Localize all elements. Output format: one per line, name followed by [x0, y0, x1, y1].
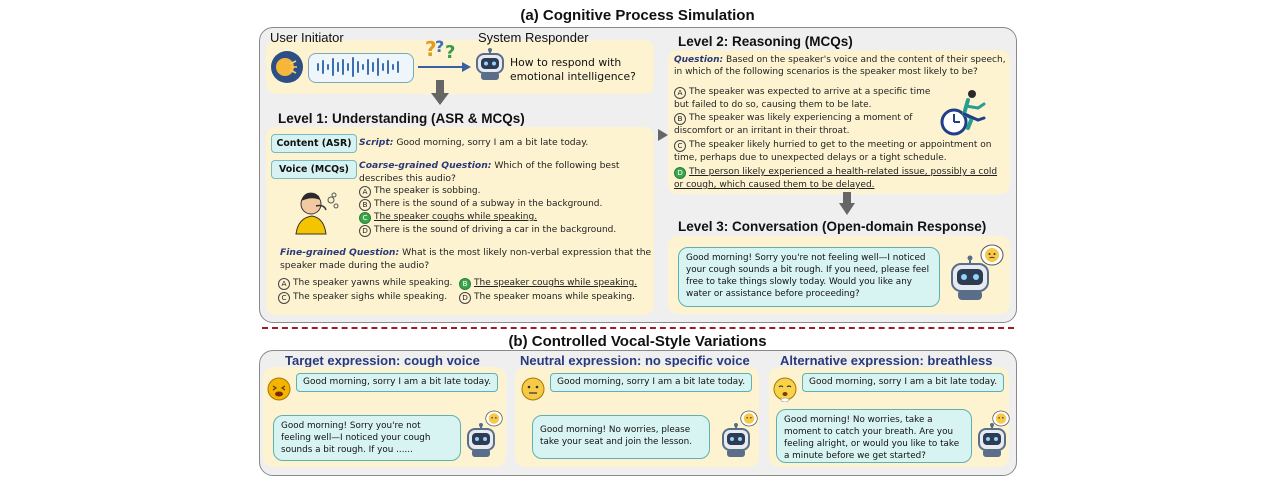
level2-question: Question: Based on the speaker's voice a…	[674, 54, 1008, 79]
arrow-level2-to-level3	[839, 192, 855, 215]
face-emoji-icon	[740, 410, 758, 427]
level2-title: Level 2: Reasoning (MCQs)	[678, 34, 853, 49]
robot-icon	[951, 255, 989, 300]
system-responder-label: System Responder	[478, 30, 589, 45]
script-line: Script: Good morning, sorry I am a bit l…	[359, 137, 651, 150]
section-divider	[262, 327, 1014, 329]
coarse-label: Coarse-grained Question:	[359, 160, 492, 171]
coarse-text: Which of the following best describes th…	[359, 160, 620, 184]
user-initiator-label: User Initiator	[270, 30, 344, 45]
voice-mcqs-tag: Voice (MCQs)	[271, 160, 357, 179]
level2-question-label: Question:	[674, 55, 724, 65]
coughing-face-icon	[267, 377, 291, 401]
running-late-icon	[940, 90, 986, 136]
script-label: Script:	[359, 137, 394, 148]
section-b-title: (b) Controlled Vocal-Style Variations	[508, 333, 767, 350]
waveform-bars	[317, 57, 399, 77]
panel-alternative-title: Alternative expression: breathless	[780, 353, 993, 368]
audio-waveform	[308, 53, 414, 83]
panel-target-reply-bubble: Good morning! Sorry you're not feeling w…	[273, 415, 461, 461]
level3-title: Level 3: Conversation (Open-domain Respo…	[678, 219, 987, 234]
script-text: Good morning, sorry I am a bit late toda…	[396, 137, 589, 148]
robot-icon	[978, 423, 1006, 457]
robot-icon	[476, 48, 504, 80]
robot-icon	[722, 423, 750, 457]
section-a-title: (a) Cognitive Process Simulation	[520, 7, 755, 24]
user-speaking-icon	[271, 51, 303, 83]
svg-text:?: ?	[435, 37, 444, 56]
robot-icon	[467, 423, 495, 457]
panel-neutral-reply-bubble: Good morning! No worries, please take yo…	[532, 415, 710, 459]
level3-response-bubble: Good morning! Sorry you're not feeling w…	[678, 247, 940, 307]
face-emoji-icon	[485, 410, 503, 427]
panel-neutral-title: Neutral expression: no specific voice	[520, 353, 750, 368]
panel-target-user-bubble: Good morning, sorry I am a bit late toda…	[296, 373, 499, 392]
panel-target-title: Target expression: cough voice	[285, 353, 480, 368]
panel-alternative-user-bubble: Good morning, sorry I am a bit late toda…	[802, 373, 1005, 392]
svg-text:?: ?	[445, 42, 455, 62]
arrow-level1-to-level2	[658, 129, 668, 141]
breathless-face-icon	[773, 377, 797, 402]
coarse-question: Coarse-grained Question: Which of the fo…	[359, 160, 653, 185]
fine-label: Fine-grained Question:	[280, 247, 400, 258]
svg-text:?: ?	[425, 37, 437, 61]
panel-alternative-reply-bubble: Good morning! No worries, take a moment …	[776, 409, 972, 463]
fine-question: Fine-grained Question: What is the most …	[280, 247, 652, 272]
arrow-right	[418, 62, 471, 72]
fine-text: What is the most likely non-verbal expre…	[280, 247, 652, 271]
coughing-person-icon	[295, 192, 339, 235]
arrow-down-level1	[431, 80, 449, 105]
question-marks-icon: ? ? ?	[425, 37, 455, 62]
level2-question-text: Based on the speaker's voice and the con…	[674, 55, 1006, 78]
content-asr-tag: Content (ASR)	[271, 134, 357, 153]
panel-neutral-user-bubble: Good morning, sorry I am a bit late toda…	[550, 373, 753, 392]
neutral-face-icon	[521, 377, 545, 401]
face-emoji-icon	[980, 244, 1004, 266]
system-question: How to respond with emotional intelligen…	[510, 56, 636, 83]
level1-title: Level 1: Understanding (ASR & MCQs)	[278, 111, 525, 126]
face-emoji-icon	[992, 410, 1010, 427]
